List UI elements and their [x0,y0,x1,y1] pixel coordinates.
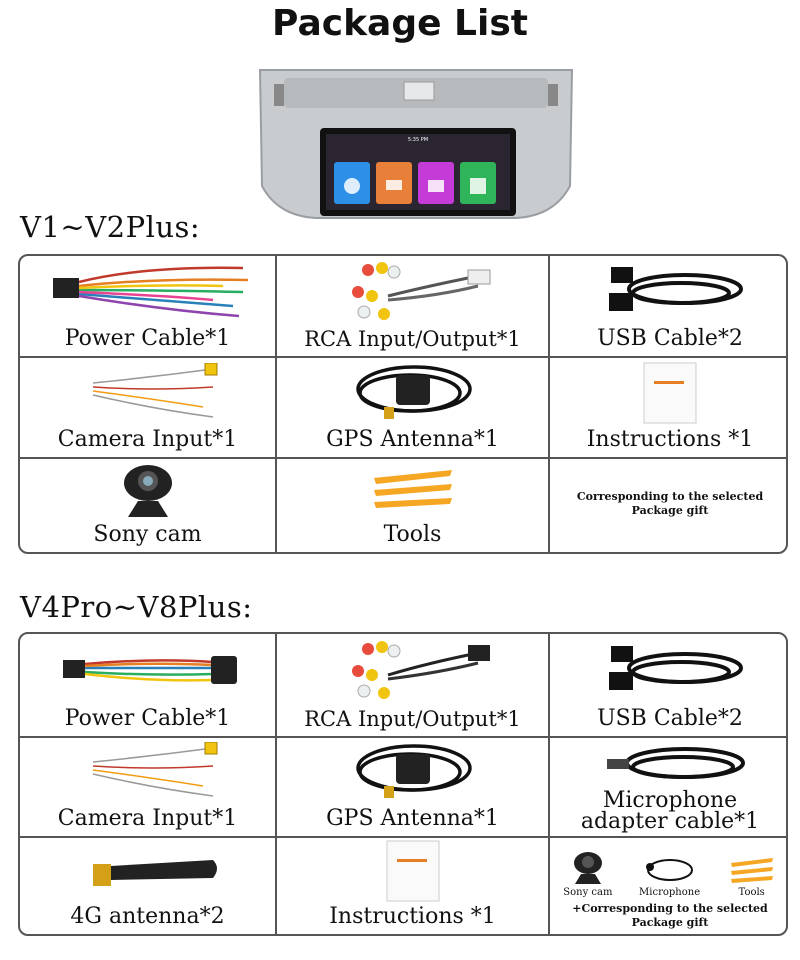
tools-icon [373,469,452,508]
item-label: Tools [383,522,442,547]
sony-cam-icon [123,464,172,517]
item-note: +Corresponding to the selected Package g… [572,902,768,929]
item-microphone-adapter: Microphone adapter cable*1 [550,738,786,838]
mini-label: Sony cam [563,887,613,898]
instructions-booklet-icon [643,362,697,423]
item-usb-cable: USB Cable*2 [550,256,786,358]
item-label: Sony cam [93,522,202,547]
section-title-v4: V4Pro~V8Plus: [20,590,253,624]
item-usb-cable: USB Cable*2 [550,634,786,738]
item-label: Power Cable*1 [64,706,231,731]
item-label: RCA Input/Output*1 [304,327,521,351]
microphone-adapter-cable-icon [607,747,745,779]
camera-input-cable-icon [92,742,217,797]
mini-label: Tools [738,887,765,898]
tools-icon [730,858,773,883]
item-instructions: Instructions *1 [550,358,786,459]
item-sony-cam: Sony cam [20,459,277,552]
item-note: Corresponding to the selected Package gi… [576,489,764,517]
item-label-line2: adapter cable*1 [580,809,760,834]
rca-cable-icon [351,641,490,699]
power-cable-icon [52,266,248,318]
instructions-booklet-icon [386,840,439,902]
mini-label: Microphone [639,887,701,898]
item-4g-antenna: 4G antenna*2 [20,838,277,934]
camera-input-cable-icon [92,362,217,418]
item-label: RCA Input/Output*1 [304,707,521,731]
sony-cam-icon [573,852,602,884]
usb-cable-icon [609,646,743,690]
item-label: Instructions *1 [586,427,754,452]
item-gps: GPS Antenna*1 [277,738,550,838]
item-label: USB Cable*2 [597,706,743,731]
item-label: Camera Input*1 [57,806,238,831]
item-power-cable: Power Cable*1 [20,634,277,738]
item-package-gift: Corresponding to the selected Package gi… [550,459,786,552]
item-label: GPS Antenna*1 [326,806,499,831]
rca-cable-icon [351,262,490,320]
item-label: Instructions *1 [329,904,496,929]
item-rca: RCA Input/Output*1 [277,256,550,358]
item-label: USB Cable*2 [597,326,743,351]
item-rca: RCA Input/Output*1 [277,634,550,738]
item-camera-input: Camera Input*1 [20,358,277,459]
item-camera-input: Camera Input*1 [20,738,277,838]
item-label-line1: Microphone [602,788,738,813]
item-package-gift: Sony cam Microphone Tools [550,838,786,934]
page-title: Package List [272,3,528,44]
item-label: Camera Input*1 [57,427,238,452]
package-grid-v1: Power Cable*1 RCA Input/Output*1 [18,254,788,554]
gps-antenna-icon [355,744,472,798]
item-gps: GPS Antenna*1 [277,358,550,459]
item-label: 4G antenna*2 [70,904,225,929]
4g-antenna-icon [92,860,217,886]
usb-cable-icon [609,267,743,311]
item-label: Power Cable*1 [64,326,231,351]
item-instructions: Instructions *1 [277,838,550,934]
item-power-cable: Power Cable*1 [20,256,277,358]
section-title-v1: V1~V2Plus: [20,210,201,244]
package-grid-v4: Power Cable*1 RCA Input/Output*1 [18,632,788,936]
microphone-icon [645,859,693,881]
gps-antenna-icon [355,364,472,419]
item-label: GPS Antenna*1 [326,427,499,452]
head-unit-image: 5:35 PM [258,69,574,219]
item-tools: Tools [277,459,550,552]
screen-time: 5:35 PM [408,137,428,143]
power-cable-icon [62,656,237,684]
